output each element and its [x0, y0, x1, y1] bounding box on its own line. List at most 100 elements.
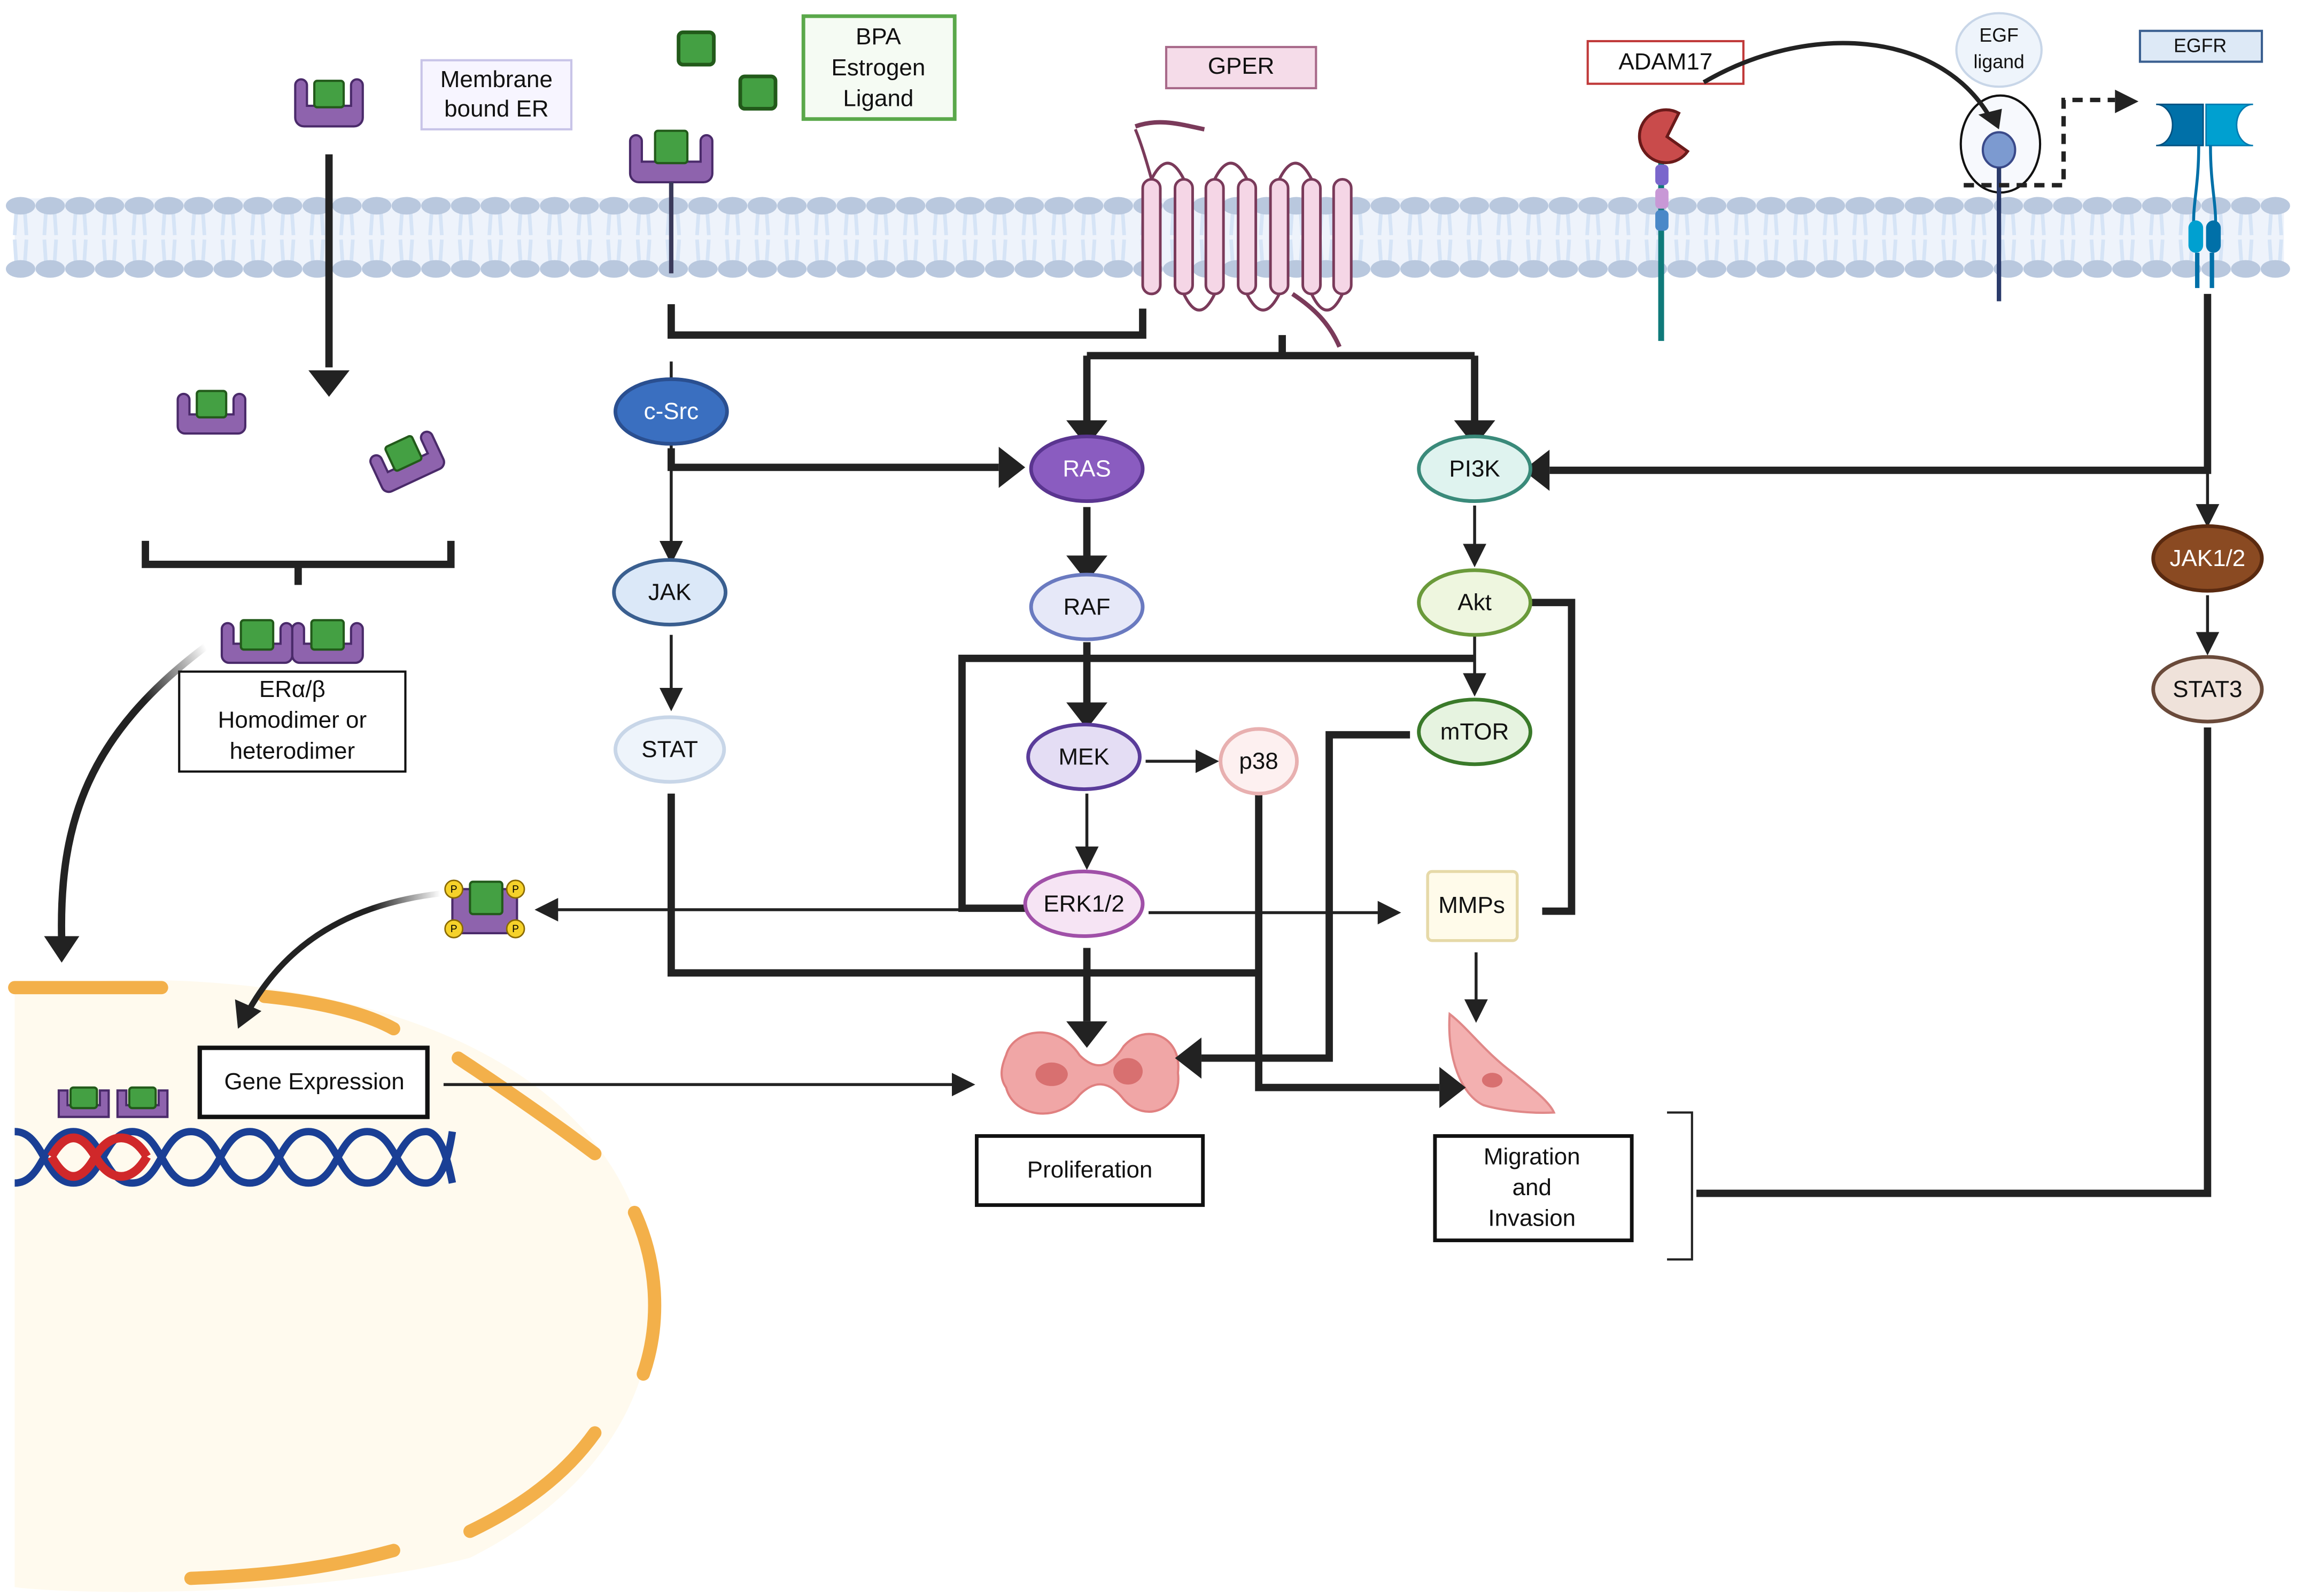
label-gper: GPER: [1208, 53, 1275, 79]
phosphate-label: P: [512, 924, 519, 935]
arrow-head-icon: [235, 999, 262, 1029]
node-csrc: c-Src: [614, 377, 729, 446]
migrating-cell-icon: [1448, 1012, 1556, 1114]
membrane-er-icon: [294, 78, 364, 128]
label-homodimer: Homodimer or: [218, 707, 367, 733]
gper-label-box: GPER: [1165, 45, 1317, 90]
label-ligand: Ligand: [843, 86, 913, 112]
phosphate-label: P: [451, 924, 458, 935]
node-mmps-shape: [1426, 870, 1519, 942]
node-csrc-label: c-Src: [644, 398, 699, 424]
pathway-arrows: [44, 41, 2220, 1197]
gper-receptor-icon: [1134, 120, 1353, 348]
thick-arrow: [1201, 731, 1410, 1062]
node-jak-shape: [612, 558, 727, 626]
proliferation-box: Proliferation: [975, 1134, 1205, 1207]
node-p38-shape: [1219, 727, 1299, 796]
node-stat3-shape: [2151, 655, 2264, 724]
node-mmps: MMPs: [1426, 870, 1519, 942]
node-erk-label: ERK1/2: [1043, 890, 1124, 917]
thick-arrow: [1083, 335, 1478, 423]
egfr-receptor-icon: [2156, 103, 2253, 288]
arrow-head-icon: [44, 936, 80, 963]
arrow-head-icon: [1439, 1067, 1466, 1109]
label-ligand-egf: ligand: [1973, 51, 2024, 73]
ligand-icon: [677, 30, 716, 67]
label-egfr: EGFR: [2174, 35, 2227, 56]
phosphorylated-er-icon: P P P P: [444, 879, 525, 939]
migration-bracket: [1667, 1111, 1693, 1261]
node-stat-shape: [614, 715, 726, 784]
adam17-protein-icon: [1638, 108, 1690, 341]
phosphate-label: P: [512, 884, 519, 895]
arrow-head-icon: [1175, 1037, 1201, 1079]
thick-arrow: [958, 654, 1475, 912]
dna-helix-icon: [14, 1128, 456, 1187]
er-monomer-icon: [369, 430, 445, 493]
egf-ligand-label: EGF ligand: [1955, 12, 2043, 88]
node-jak: JAK: [612, 558, 727, 626]
node-stat3: STAT3: [2151, 655, 2264, 724]
node-mmps-label: MMPs: [1438, 892, 1505, 918]
egf-ligand-icon: [1959, 94, 2042, 301]
label-migration: Migration: [1484, 1143, 1580, 1169]
thick-arrow: [668, 793, 1259, 977]
phosphate-icon: [506, 879, 525, 899]
phosphate-icon: [444, 919, 464, 939]
thick-arrow: [668, 304, 1146, 339]
node-raf-shape: [1029, 572, 1145, 641]
egfr-label-box: EGFR: [2138, 29, 2263, 63]
membrane-er-label-box: Membrane bound ER: [420, 59, 573, 131]
dashed-arrow: [1964, 97, 2115, 188]
node-jak-label: JAK: [648, 579, 692, 605]
curved-arrow: [58, 644, 208, 941]
label-egf: EGF: [1979, 25, 2018, 46]
arrow-head-icon: [1978, 109, 2002, 129]
node-mek-label: MEK: [1058, 743, 1109, 770]
adam17-cleavage-arrow: [1702, 41, 1992, 119]
label-membrane-er-line1: Membrane: [440, 66, 553, 92]
arrow-head-icon: [998, 446, 1026, 488]
thick-arrow: [668, 448, 999, 471]
gene-expression-box: Gene Expression: [197, 1045, 430, 1119]
node-jak12-shape: [2151, 524, 2264, 593]
node-stat: STAT: [614, 715, 726, 784]
thick-arrow: [1255, 793, 1440, 1091]
node-raf-label: RAF: [1064, 594, 1111, 620]
dividing-cell-icon: [1001, 1031, 1180, 1115]
node-mek-shape: [1026, 723, 1142, 791]
node-erk: ERK1/2: [1023, 870, 1145, 938]
node-mek: MEK: [1026, 723, 1142, 791]
arrow-head-icon: [1066, 1021, 1108, 1048]
node-pi3k-shape: [1417, 435, 1532, 503]
node-p38-label: p38: [1239, 748, 1278, 774]
curved-arrow: [244, 890, 441, 1016]
er-dimer-icon: [220, 619, 364, 664]
label-heterodimer: heterodimer: [230, 738, 355, 764]
phosphate-icon: [506, 919, 525, 939]
label-adam17: ADAM17: [1618, 49, 1712, 75]
arrow-head-icon: [1066, 420, 1108, 447]
ligand-icon: [738, 74, 778, 111]
thick-arrow: [1549, 293, 2212, 474]
node-erk-shape: [1023, 870, 1145, 938]
er-dimer-label-box: ERα/β Homodimer or heterodimer: [178, 670, 407, 773]
node-pi3k-label: PI3K: [1449, 455, 1500, 482]
node-csrc-shape: [614, 377, 729, 446]
node-mtor-label: mTOR: [1440, 719, 1509, 745]
thick-arrow: [1696, 727, 2212, 1197]
phosphate-icon: [444, 879, 464, 899]
arrow-head-icon: [1066, 702, 1108, 729]
node-raf: RAF: [1029, 572, 1145, 641]
node-ras-label: RAS: [1063, 455, 1111, 482]
node-stat3-label: STAT3: [2173, 676, 2242, 702]
node-akt-label: Akt: [1457, 590, 1492, 616]
phosphate-label: P: [451, 884, 458, 895]
er-dimer-on-dna-icon: [57, 1086, 169, 1118]
label-membrane-er-line2: bound ER: [444, 96, 549, 122]
label-er-alpha-beta: ERα/β: [259, 676, 325, 702]
er-monomer-icon: [176, 390, 246, 435]
nucleus: [8, 980, 662, 1592]
